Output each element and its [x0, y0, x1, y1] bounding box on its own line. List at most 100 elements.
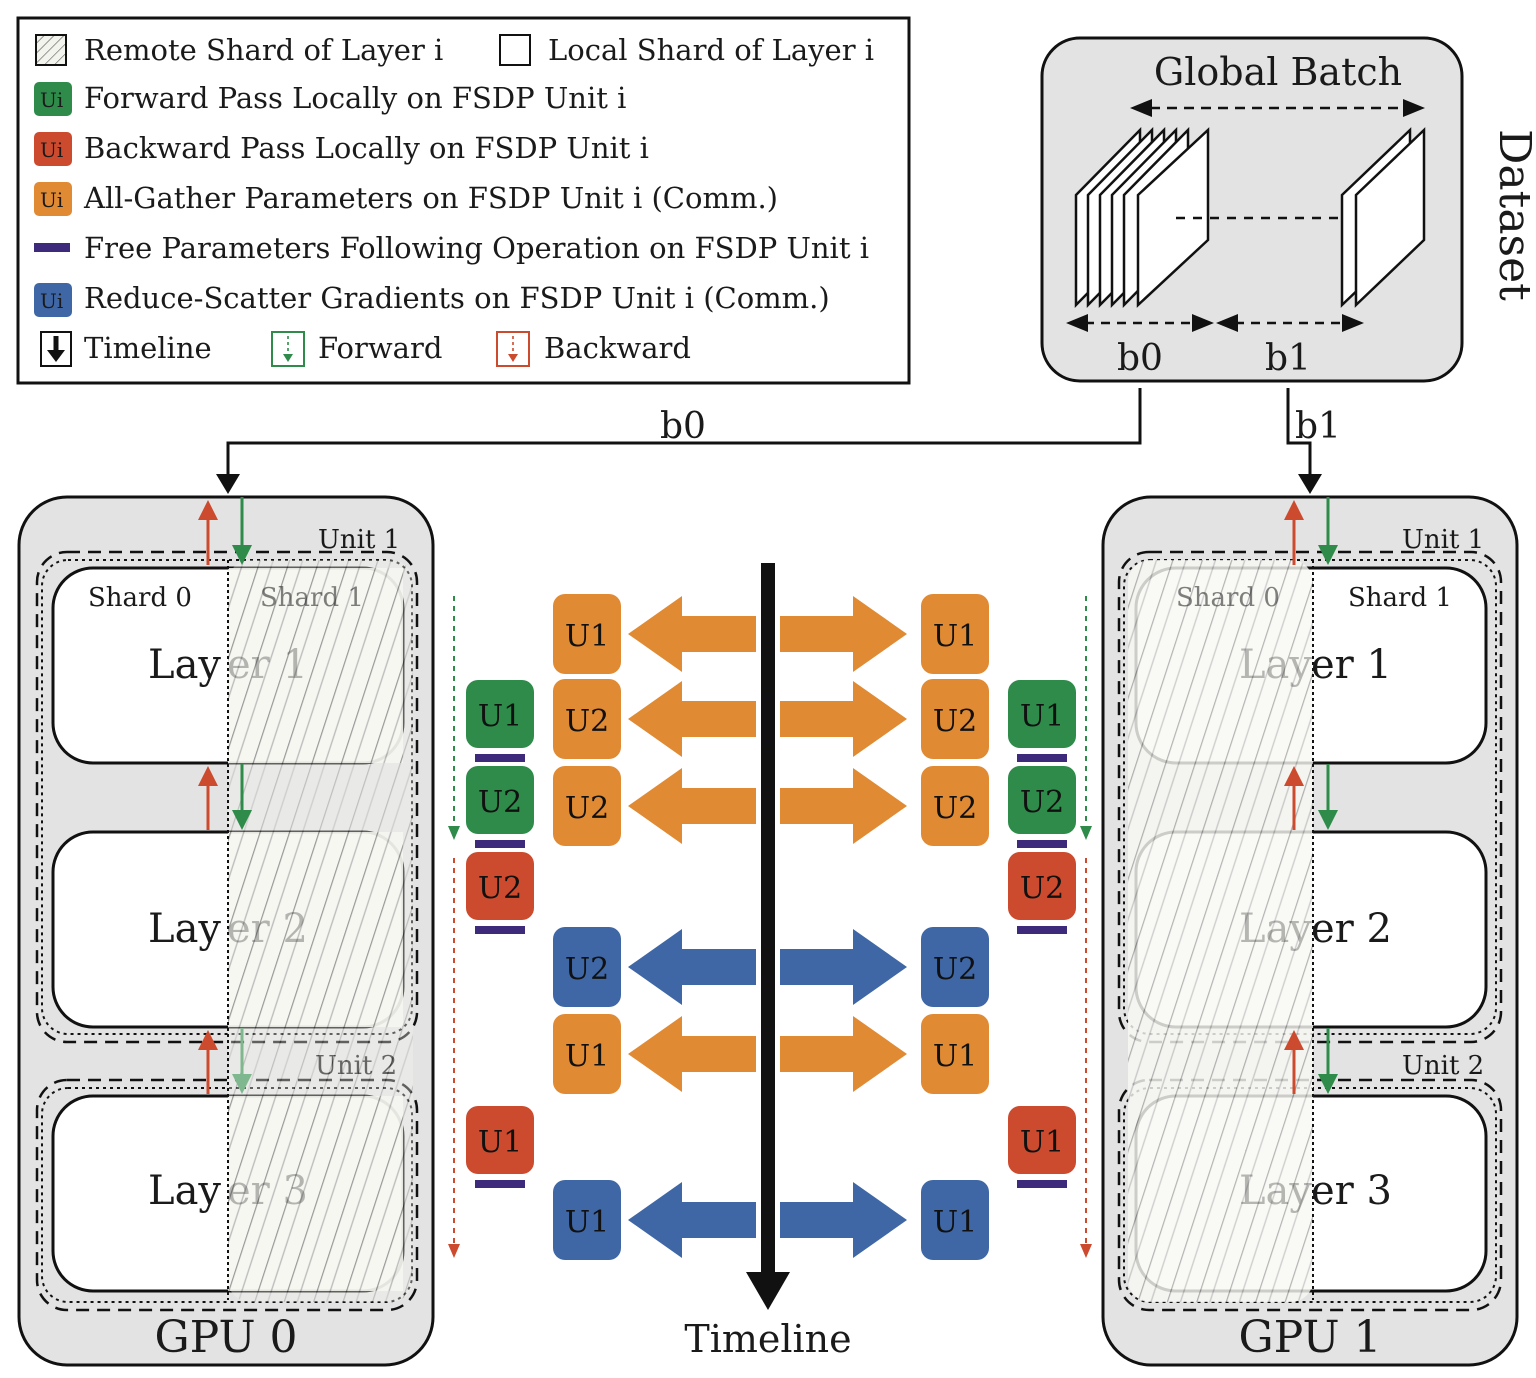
gpu-1-layer-2-label-local: er 2	[1311, 906, 1392, 952]
legend-forward: Forward	[318, 331, 442, 365]
legend: Remote Shard of Layer i Local Shard of L…	[16, 16, 911, 385]
legend-all-gather: All-Gather Parameters on FSDP Unit i (Co…	[83, 181, 778, 215]
gpu-0-comm-block	[553, 1180, 621, 1260]
gpu-1: Unit 1 Unit 2 Shard 0 Shard 1 Lay er 1 L…	[1101, 495, 1519, 1367]
gpu-0-comm-label: U1	[565, 1205, 609, 1240]
gpu-0-free-params-bar	[475, 926, 525, 934]
dataset-panel: Global Batch b0 b1 Dataset	[1040, 36, 1536, 383]
backward-swatch-label: Ui	[40, 138, 63, 162]
remote-shard-swatch	[35, 34, 67, 66]
gpu-0-free-params-bar	[475, 1180, 525, 1188]
gpu-1-local-label: U2	[1020, 785, 1064, 820]
local-op-forward: U2 U2	[466, 766, 1076, 848]
gpu-0: Unit 1 Unit 2 Shard 0 Shard 1 Lay er 1 L…	[17, 495, 435, 1367]
gpu-0-comm-label: U2	[565, 791, 609, 826]
gpu-0-layer-1-label-local: Lay	[148, 642, 221, 688]
all-gather-swatch-label: Ui	[40, 188, 63, 212]
forward-guides	[448, 596, 1092, 840]
comm-arrow-right	[780, 929, 907, 1005]
gpu-0-comm-block	[553, 927, 621, 1007]
backward-legend-icon	[496, 331, 530, 367]
comm-arrow-left	[628, 1182, 756, 1258]
gpu-1-free-params-bar	[1017, 754, 1067, 762]
gpu-1-unit-1-label: Unit 1	[1402, 525, 1484, 555]
timeline: Timeline	[684, 563, 852, 1361]
comm-arrow-left	[628, 596, 756, 672]
gpu-1-comm-block	[921, 766, 989, 846]
gpu-1-comm-block	[921, 594, 989, 674]
comm-op-reduce-scatter: U1 U1	[553, 1180, 989, 1260]
comm-arrow-right	[780, 1182, 907, 1258]
gpu-0-local-block	[466, 852, 534, 920]
comm-op-all-gather: U2 U2	[553, 766, 989, 846]
legend-backward-local: Backward Pass Locally on FSDP Unit i	[84, 131, 649, 165]
comm-arrow-right	[780, 681, 907, 757]
legend-free-params: Free Parameters Following Operation on F…	[84, 231, 869, 265]
gpu-0-unit-1-outline	[35, 550, 419, 1044]
timeline-arrowhead	[746, 1272, 790, 1310]
comm-arrow-left	[628, 768, 756, 844]
gpu-0-layer-3-label-local: Lay	[148, 1168, 221, 1214]
gpu-0-layer-3-label-remote: er 3	[227, 1168, 308, 1214]
gpu-1-free-params-bar	[1017, 926, 1067, 934]
gpu-1-local-label: U1	[1020, 1125, 1064, 1160]
legend-box	[16, 16, 911, 385]
gpu-0-comm-block	[553, 766, 621, 846]
gpu-1-unit-1-outline	[1117, 550, 1503, 1044]
gpu-0-layer-1-label-remote: er 1	[227, 642, 308, 688]
gpu-0-comm-block	[553, 679, 621, 759]
gpu-1-remote-shard	[1128, 560, 1313, 1302]
gpu-0-comm-label: U2	[565, 704, 609, 739]
comm-arrow-left	[628, 1016, 756, 1092]
all-gather-swatch	[34, 182, 72, 216]
gpu-0-label: GPU 0	[154, 1312, 297, 1363]
gpu-1-layer-1-label-remote: Lay	[1239, 642, 1312, 688]
forward-swatch-label: Ui	[40, 88, 63, 112]
gpu-1-layer-3-label-remote: Lay	[1239, 1168, 1312, 1214]
gpu-1-comm-label: U1	[933, 1039, 977, 1074]
gpu-0-shard-0-label: Shard 0	[88, 583, 192, 613]
gpu-0-shard-1-label: Shard 1	[260, 583, 364, 613]
b1-span-label: b1	[1265, 338, 1311, 379]
gpu-1-layer-1-label-local: er 1	[1311, 642, 1392, 688]
gpu-1-comm-label: U1	[933, 1205, 977, 1240]
gpu-1-comm-label: U1	[933, 619, 977, 654]
gpu-0-comm-block	[553, 594, 621, 674]
gpu-1-layer-3-label-local: er 3	[1311, 1168, 1392, 1214]
batch-b0-sheets	[1074, 126, 1210, 309]
gpu-1-local-block	[1008, 852, 1076, 920]
gpu-1-comm-label: U2	[933, 791, 977, 826]
gpu-0-comm-label: U2	[565, 952, 609, 987]
batch-routing	[216, 388, 1322, 494]
gpu-0-comm-block	[553, 1014, 621, 1094]
gpu-1-comm-block	[921, 679, 989, 759]
gpu-1-comm-block	[921, 1014, 989, 1094]
gpu-0-local-label: U2	[478, 785, 522, 820]
gpu-1-shard-1-label: Shard 1	[1348, 583, 1452, 613]
gpu-1-local-block	[1008, 1106, 1076, 1174]
backward-guides	[448, 858, 1092, 1258]
timeline-legend-icon	[40, 331, 72, 367]
gpu-1-comm-label: U2	[933, 704, 977, 739]
gpu-0-flow-arrows	[198, 497, 252, 1094]
gpu-1-shard-0-label: Shard 0	[1176, 583, 1280, 613]
comm-arrow-left	[628, 929, 756, 1005]
comm-op-all-gather: U2 U2	[553, 679, 989, 759]
reduce-scatter-swatch	[34, 283, 72, 317]
gpu-0-local-block	[466, 1106, 534, 1174]
gpu-1-free-params-bar	[1017, 840, 1067, 848]
gpu-0-unit-2-outline	[35, 1078, 419, 1312]
comm-arrow-right	[780, 768, 907, 844]
b1-route-label: b1	[1295, 406, 1341, 447]
gpu-0-local-label: U1	[478, 699, 522, 734]
b0-route-label: b0	[660, 406, 706, 447]
gpu-1-comm-block	[921, 927, 989, 1007]
gpu-0-layer-2-label-remote: er 2	[227, 906, 308, 952]
gpu-0-unit-1-label: Unit 1	[318, 525, 400, 555]
